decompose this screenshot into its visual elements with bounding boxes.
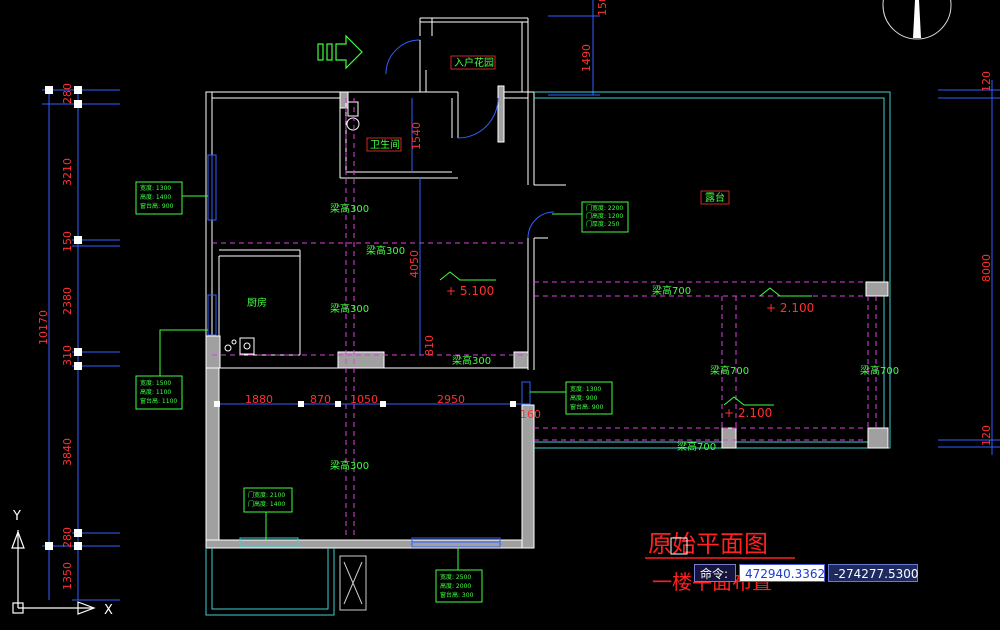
crosshair-icon: [670, 537, 688, 555]
dim-inner-v1: 1540: [410, 122, 423, 150]
dim-inner-h1: 1880: [245, 393, 273, 406]
tag-window-1: 宽度: 1300 高度: 1400 窗台高: 900: [135, 181, 183, 215]
room-label-kitchen: 厨房: [247, 296, 267, 309]
command-label: 命令:: [694, 564, 736, 582]
dim-inner-h3: 1050: [350, 393, 378, 406]
walls: [205, 17, 535, 549]
beam-label-2: 梁高300: [366, 244, 405, 257]
entry-arrow-icon: [317, 34, 363, 70]
beam-label-9: 梁高700: [677, 440, 716, 453]
beam-label-3: 梁高300: [330, 302, 369, 315]
top-dimension-chain: [548, 0, 600, 96]
dim-left-6: 3840: [61, 438, 74, 466]
tag-door-2-line-2: 门高度: 1400: [248, 500, 285, 508]
balcony-outline: [205, 548, 367, 616]
dim-right-2: 8000: [980, 254, 993, 282]
ucs-x-label: X: [104, 603, 113, 618]
sink-icon: [224, 337, 255, 355]
dim-left-8: 1350: [61, 562, 74, 590]
coordinate-y-input[interactable]: -274277.5300: [828, 564, 919, 582]
tag-window-1-line-1: 宽度: 1300: [140, 184, 171, 192]
tag-leaders: [159, 195, 582, 572]
tag-window-4-line-1: 宽度: 2500: [440, 573, 471, 581]
beam-label-7: 梁高700: [710, 364, 749, 377]
ucs-icon: [11, 530, 96, 615]
dim-left-total: 10170: [37, 310, 50, 345]
dim-left-7: 280: [61, 527, 74, 548]
tag-window-2-line-1: 宽度: 1500: [140, 379, 171, 387]
dim-top-2: 1490: [580, 44, 593, 72]
room-label-entrance: 入户花园: [454, 56, 494, 69]
dim-inner-h4: 2950: [437, 393, 465, 406]
tag-window-3-line-3: 窗台高: 900: [570, 403, 604, 411]
dim-left-4: 2380: [61, 287, 74, 315]
dim-top-1: 150: [596, 0, 609, 16]
tag-door-1-line-2: 门高度: 1200: [586, 212, 623, 220]
tag-window-4: 宽度: 2500 高度: 2000 窗台高: 300: [435, 569, 483, 603]
left-dimension-chain: [42, 86, 120, 601]
north-arrow-icon: [882, 0, 952, 40]
tag-door-2-line-1: 门宽度: 2100: [248, 491, 285, 499]
tag-window-4-line-3: 窗台高: 300: [440, 591, 474, 599]
tag-window-2: 宽度: 1500 高度: 1100 窗台高: 1100: [135, 375, 183, 410]
tag-door-1-line-1: 门宽度: 2200: [586, 204, 623, 212]
beam-label-4: 梁高300: [452, 354, 491, 367]
elevation-1: + 5.100: [446, 284, 494, 298]
openings: [207, 39, 566, 548]
room-label-terrace: 露台: [705, 191, 725, 204]
terrace-outline: [534, 91, 891, 449]
tag-window-3: 宽度: 1300 高度: 900 窗台高: 900: [565, 381, 613, 415]
beam-label-6: 梁高700: [652, 284, 691, 297]
tag-door-1-line-3: 门厚度: 250: [586, 220, 620, 228]
elevation-2: + 2.100: [766, 301, 814, 315]
dim-inner-v3: 810: [423, 335, 436, 356]
dim-left-5: 310: [61, 345, 74, 366]
beam-lines: [212, 98, 877, 540]
beam-label-5: 梁高300: [330, 459, 369, 472]
dim-inner-v2: 4050: [408, 250, 421, 278]
room-label-bathroom: 卫生间: [370, 138, 400, 151]
drawing-title: 原始平面图: [648, 530, 768, 558]
beam-label-1: 梁高300: [330, 202, 369, 215]
beam-label-8: 梁高700: [860, 364, 899, 377]
dim-left-1: 280: [61, 83, 74, 104]
tag-window-2-line-3: 窗台高: 1100: [140, 397, 177, 405]
dim-left-3: 150: [61, 231, 74, 252]
elevation-3: + 2.100: [724, 406, 772, 420]
ucs-y-label: Y: [12, 509, 21, 524]
toilet-icon: [346, 101, 360, 131]
elevation-marker-icon: [439, 271, 812, 406]
tag-window-2-line-2: 高度: 1100: [140, 388, 171, 396]
inner-dimension-lines: [214, 98, 522, 407]
tag-window-3-line-2: 高度: 900: [570, 394, 598, 402]
tag-window-1-line-3: 窗台高: 900: [140, 202, 174, 210]
right-dimension-chain: [938, 80, 1000, 455]
dim-right-3: 120: [980, 425, 993, 446]
dim-inner-h2: 870: [310, 393, 331, 406]
tag-door-2: 门宽度: 2100 门高度: 1400: [243, 487, 293, 513]
tag-window-3-line-1: 宽度: 1300: [570, 385, 601, 393]
coordinate-x-input[interactable]: 472940.3362: [739, 564, 825, 582]
tag-door-1: 门宽度: 2200 门高度: 1200 门厚度: 250: [581, 201, 629, 233]
tag-window-4-line-2: 高度: 2000: [440, 582, 471, 590]
tag-window-1-line-2: 高度: 1400: [140, 193, 171, 201]
dynamic-input-bar: 命令: 472940.3362 -274277.5300: [694, 563, 919, 583]
dim-left-2: 3210: [61, 158, 74, 186]
dim-inner-h5: 160: [520, 408, 541, 421]
dim-right-1: 120: [980, 71, 993, 92]
